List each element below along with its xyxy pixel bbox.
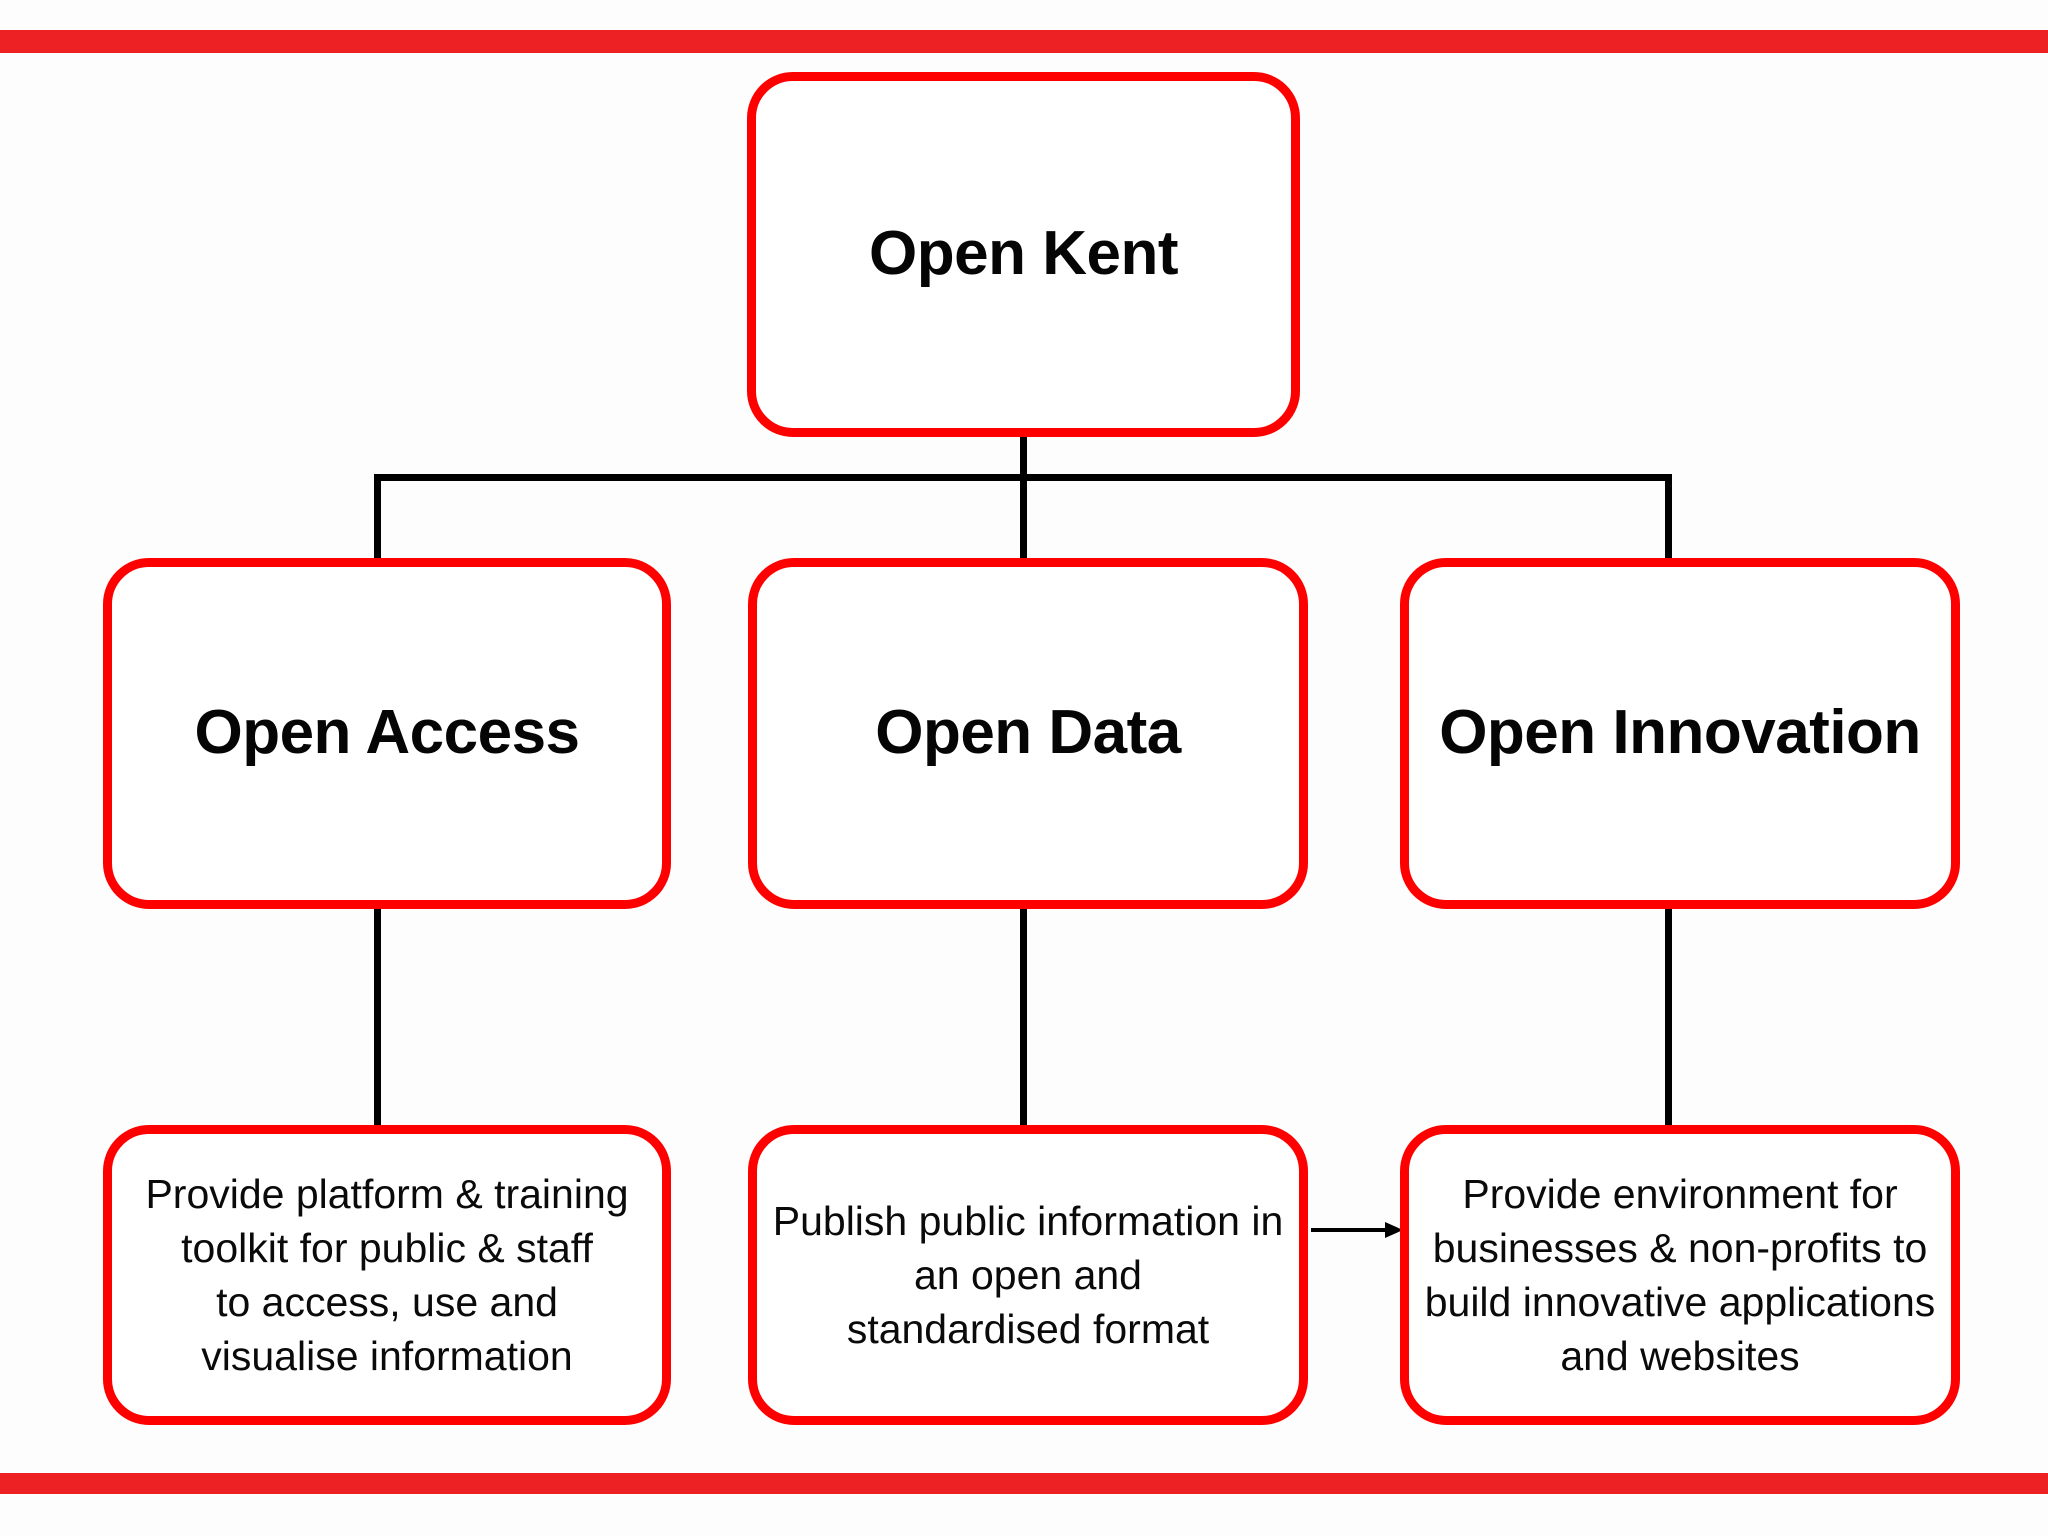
node-open-access-description[interactable]: Provide platform & training toolkit for …: [103, 1125, 671, 1425]
connector-root-stem: [1020, 437, 1027, 480]
arrow-right-icon: [1311, 1222, 1403, 1238]
node-open-access-description-text: Provide platform & training toolkit for …: [145, 1170, 629, 1380]
connector-root-to-open-innovation: [1665, 474, 1672, 562]
connector-root-to-open-access: [374, 474, 381, 562]
top-red-rule: [0, 30, 2048, 53]
node-open-kent-label: Open Kent: [869, 219, 1178, 289]
node-open-data-description[interactable]: Publish public information in an open an…: [748, 1125, 1308, 1425]
connector-open-data-to-description: [1020, 905, 1027, 1129]
node-open-innovation-label: Open Innovation: [1439, 698, 1921, 768]
connector-open-innovation-to-description: [1665, 905, 1672, 1129]
node-open-access-label: Open Access: [194, 698, 580, 768]
node-open-data-label: Open Data: [875, 698, 1181, 768]
node-open-data[interactable]: Open Data: [748, 558, 1308, 909]
node-open-kent[interactable]: Open Kent: [747, 72, 1300, 437]
node-open-access[interactable]: Open Access: [103, 558, 671, 909]
connector-root-to-open-data: [1020, 474, 1027, 562]
node-open-innovation-description-text: Provide environment for businesses & non…: [1424, 1170, 1936, 1380]
node-open-innovation[interactable]: Open Innovation: [1400, 558, 1960, 909]
node-open-innovation-description[interactable]: Provide environment for businesses & non…: [1400, 1125, 1960, 1425]
bottom-red-rule: [0, 1473, 2048, 1494]
connector-open-access-to-description: [374, 905, 381, 1129]
node-open-data-description-text: Publish public information in an open an…: [772, 1197, 1284, 1353]
